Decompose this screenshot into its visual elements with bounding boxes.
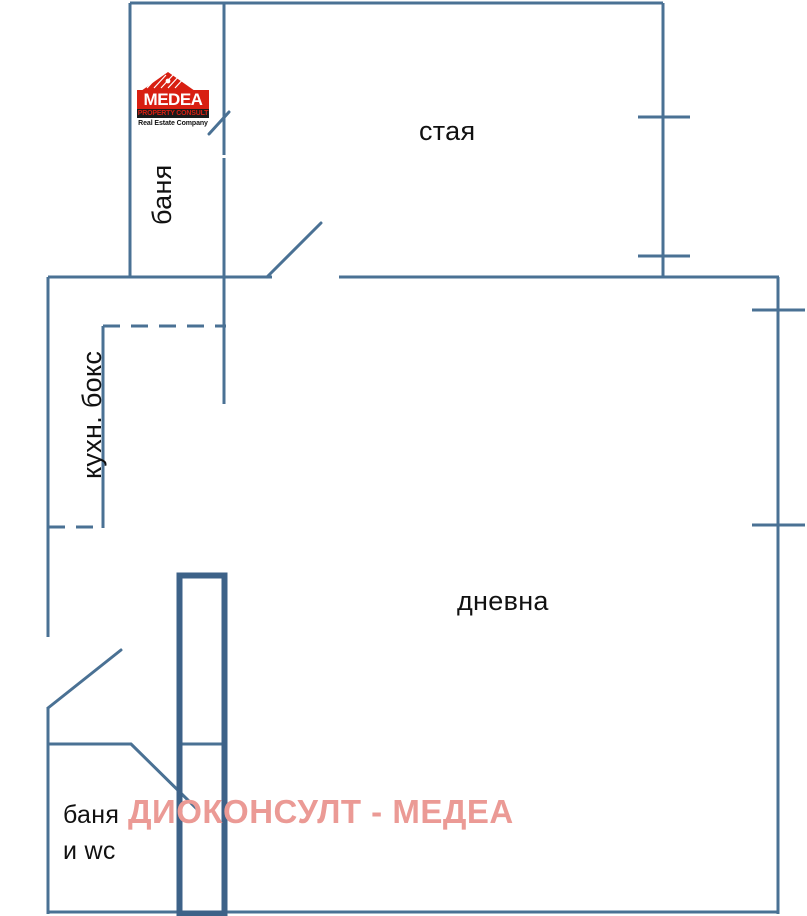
door-leaf-baniya-top: [207, 110, 231, 136]
balcony-shaft-group: [176, 572, 228, 916]
door-leaf-wc: [129, 742, 199, 811]
door-leaf-bathroom-upper: [265, 221, 323, 279]
wall-lines-group: [46, 1, 805, 914]
door-leaf-entry: [46, 648, 123, 710]
door-leaf-group: [46, 110, 323, 811]
balcony-shaft: [176, 572, 228, 916]
dashed-partition-group: [48, 324, 226, 529]
